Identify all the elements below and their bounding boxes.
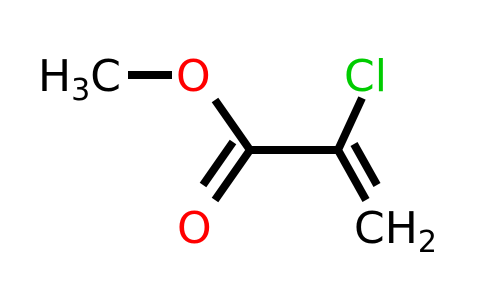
bonds xyxy=(128,71,381,203)
bond-alpha-carbon-chlorine xyxy=(334,96,366,152)
chlorine-label: Cl xyxy=(344,51,387,102)
methyl-carbon: C xyxy=(90,51,121,102)
ester-oxygen-label: O xyxy=(176,51,211,102)
bond-carbonyl-double-inner xyxy=(199,139,237,188)
methyl-subscript: 3 xyxy=(71,73,90,108)
methylene-group-label: CH2 xyxy=(354,203,437,260)
bond-oxygen-carbonyl-carbon xyxy=(211,97,254,153)
methyl-group-label: H3C xyxy=(38,51,121,108)
bond-carbonyl-double-outer xyxy=(211,147,254,203)
methylene-ch: CH xyxy=(354,203,418,254)
carbonyl-oxygen-label: O xyxy=(177,203,212,254)
bond-vinyl-double-inner xyxy=(350,142,381,187)
atom-labels: H3C O O Cl CH2 xyxy=(38,51,437,260)
methyl-hydrogen: H xyxy=(38,51,71,102)
methylene-subscript: 2 xyxy=(418,225,437,260)
bond-vinyl-double-outer xyxy=(334,148,370,202)
